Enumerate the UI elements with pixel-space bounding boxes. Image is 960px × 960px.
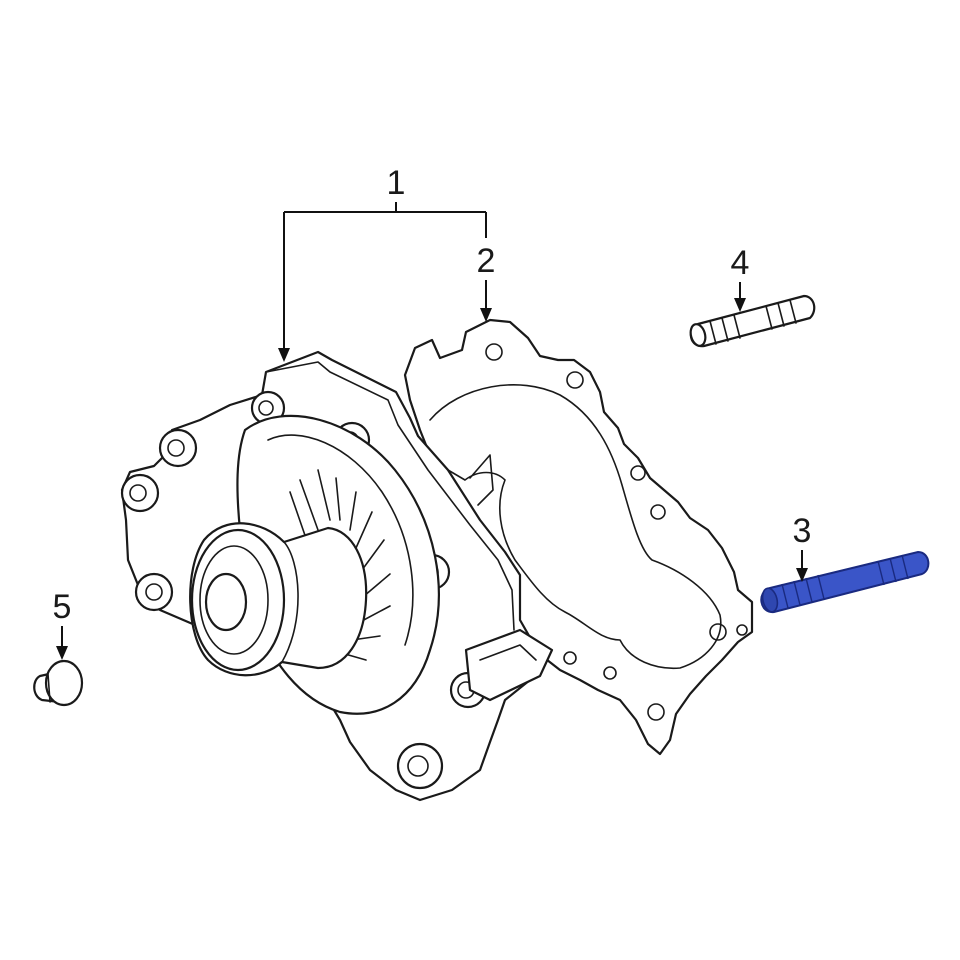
callout-4-label: 4 [731, 244, 750, 282]
plug-part-5[interactable] [33, 659, 84, 707]
impeller-vanes [289, 469, 391, 661]
callout-1-label: 1 [387, 164, 406, 202]
callout-5-label: 5 [53, 588, 72, 626]
water-pump-part-1[interactable] [120, 350, 554, 802]
callout-2-label: 2 [477, 242, 496, 280]
stud-part-4[interactable] [688, 294, 816, 348]
callout-2: 2 [477, 242, 496, 322]
callout-3-label: 3 [793, 512, 812, 550]
callout-1: 1 [278, 164, 487, 362]
callout-5: 5 [53, 588, 72, 660]
callout-3: 3 [793, 512, 812, 582]
stud-part-3-highlighted[interactable] [760, 550, 930, 614]
callout-4: 4 [731, 244, 750, 312]
